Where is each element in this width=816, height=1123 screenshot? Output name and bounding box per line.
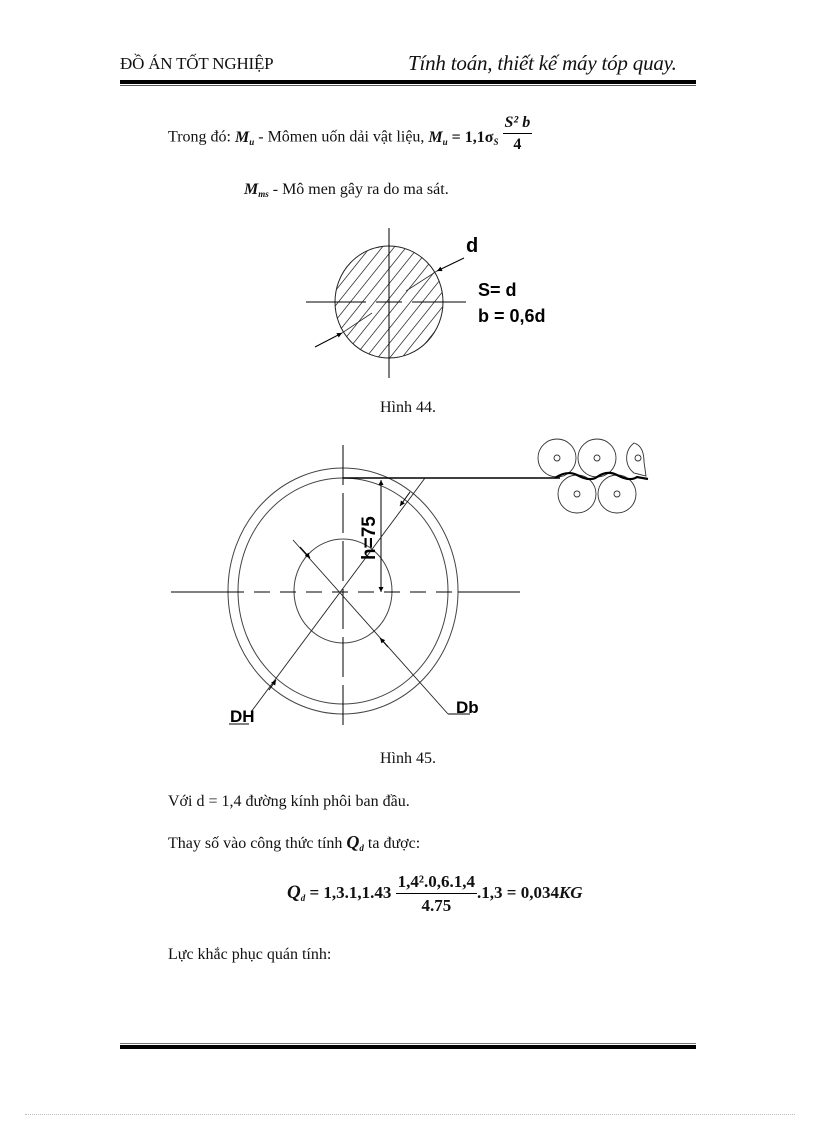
footer-rule xyxy=(120,1043,696,1049)
symbol-qd: Qd xyxy=(346,832,364,853)
paragraph-inertia: Lực khắc phục quán tính: xyxy=(168,946,332,963)
symbol-mu: Mu xyxy=(234,128,255,147)
header-right-title: Tính toán, thiết kế máy tóp quay. xyxy=(408,51,677,75)
figure45-label-db: Db xyxy=(456,698,479,717)
paragraph-substitute: Thay số vào công thức tính Qd ta được: xyxy=(168,832,420,853)
definition-mms: Mms - Mô men gây ra do ma sát. xyxy=(244,181,449,199)
symbol-mms: Mms xyxy=(244,181,269,199)
figure45-caption: Hình 45. xyxy=(380,750,436,767)
text: ta được: xyxy=(363,835,421,852)
figure44-label-d: d xyxy=(466,235,478,257)
paragraph-d-value: Với d = 1,4 đường kính phôi ban đầu. xyxy=(168,793,410,810)
definition-mu: Trong đó: Mu - Mômen uốn dải vật liệu, M… xyxy=(168,114,533,158)
header-left-title: ĐỒ ÁN TỐT NGHIỆP xyxy=(120,54,274,73)
text: Trong đó: xyxy=(168,128,235,146)
roller-group xyxy=(537,438,647,514)
figure44-label-s: S= d xyxy=(478,280,517,300)
figure45-label-h: h=75 xyxy=(359,516,380,560)
formula-fraction: S² b 4 xyxy=(502,114,533,153)
figure45-label-dh: DH xyxy=(230,707,255,726)
text: - Mômen uốn dải vật liệu, xyxy=(254,128,429,146)
figure44-caption: Hình 44. xyxy=(380,399,436,416)
text: Thay số vào công thức tính xyxy=(168,835,347,852)
formula-mu: Mu = 1,1σS S² b 4 xyxy=(428,114,533,153)
text: - Mô men gây ra do ma sát. xyxy=(268,181,449,198)
header-rule xyxy=(120,80,696,86)
figure44-label-b: b = 0,6d xyxy=(478,306,546,326)
page-boundary xyxy=(25,1114,795,1115)
